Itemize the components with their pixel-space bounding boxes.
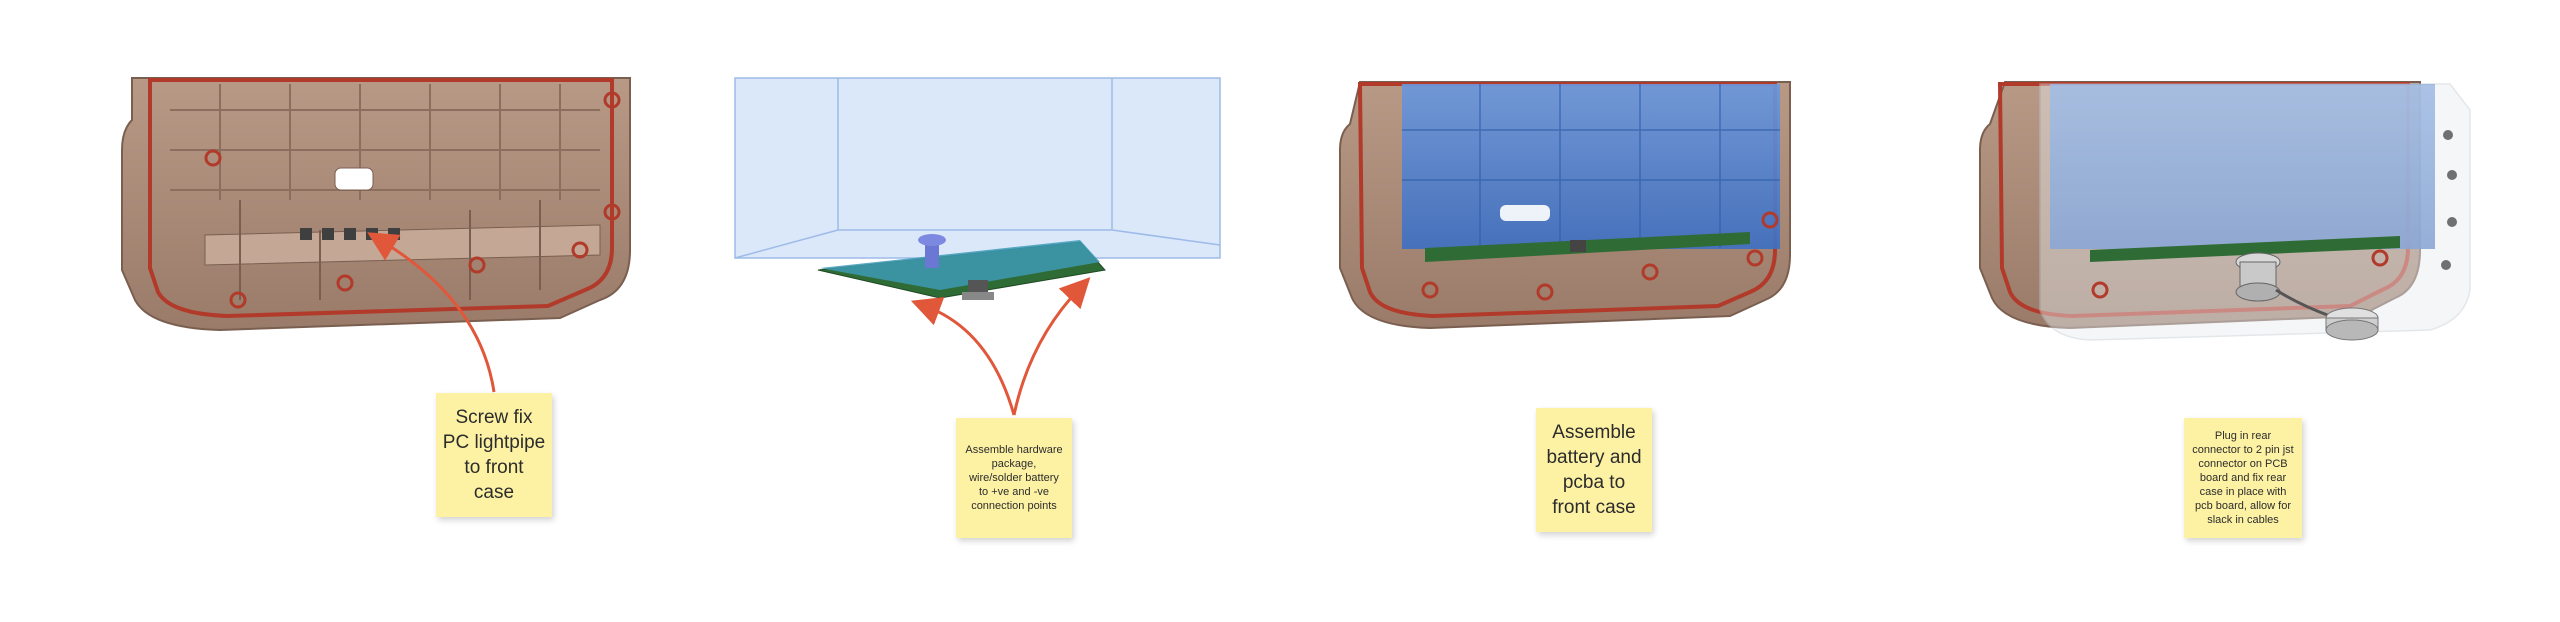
sticky-note-step-4[interactable]: Plug in rear connector to 2 pin jst conn… <box>2184 418 2302 538</box>
step-3-render-battery-pcba <box>1339 81 1791 330</box>
note-text: Screw fix PC lightpipe to front case <box>442 407 546 503</box>
note-text: Assemble hardware package, wire/solder b… <box>965 444 1063 512</box>
step-1-render-front-case <box>121 77 631 332</box>
step-4-render-rear-case <box>1979 81 2471 341</box>
sticky-note-step-3[interactable]: Assemble battery and pcba to front case <box>1536 408 1652 532</box>
note-text: Plug in rear connector to 2 pin jst conn… <box>2192 430 2294 526</box>
sticky-note-step-2[interactable]: Assemble hardware package, wire/solder b… <box>956 418 1072 538</box>
sticky-note-step-1[interactable]: Screw fix PC lightpipe to front case <box>436 393 552 517</box>
note-text: Assemble battery and pcba to front case <box>1546 422 1642 518</box>
step-2-render-hardware-package <box>734 77 1221 300</box>
